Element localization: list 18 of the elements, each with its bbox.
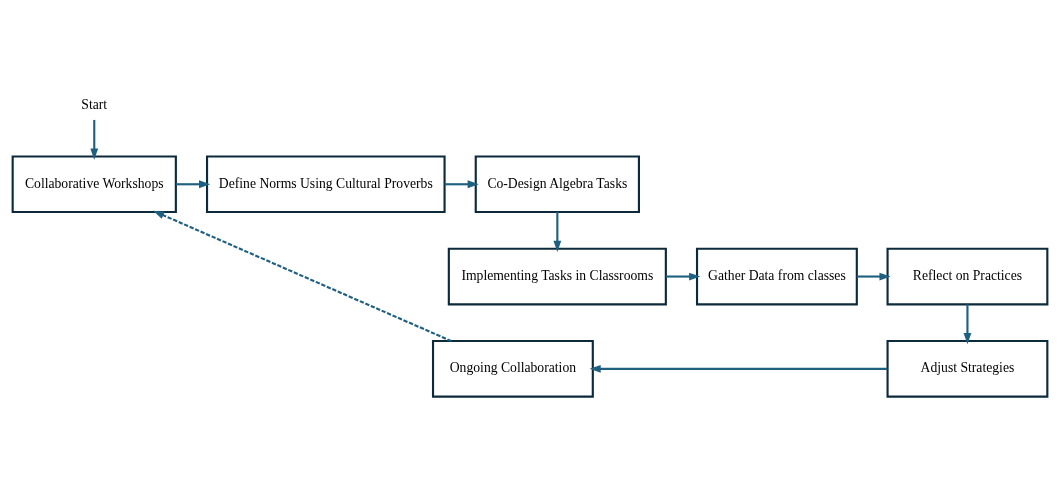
arrow: [856, 272, 891, 281]
arrow: [589, 364, 888, 373]
node-box: Gather Data from classes: [695, 247, 858, 306]
arrow: [963, 304, 972, 345]
node-text: Start: [81, 97, 108, 113]
node-box: Define Norms Using Cultural Proverbs: [205, 155, 446, 214]
node-box: Adjust Strategies: [886, 340, 1049, 398]
arrow: [553, 212, 562, 252]
node-box: Ongoing Collaboration: [431, 340, 594, 398]
arrow: [175, 180, 211, 189]
node-box: Co-Design Algebra Tasks: [474, 155, 640, 214]
node-box: Implementing Tasks in Classrooms: [447, 247, 667, 306]
node-box: Collaborative Workshops: [11, 155, 177, 214]
node-box: Reflect on Practices: [886, 247, 1049, 306]
arrow: [153, 210, 452, 342]
arrow: [444, 180, 479, 189]
arrow: [666, 272, 701, 281]
arrow: [90, 119, 99, 160]
